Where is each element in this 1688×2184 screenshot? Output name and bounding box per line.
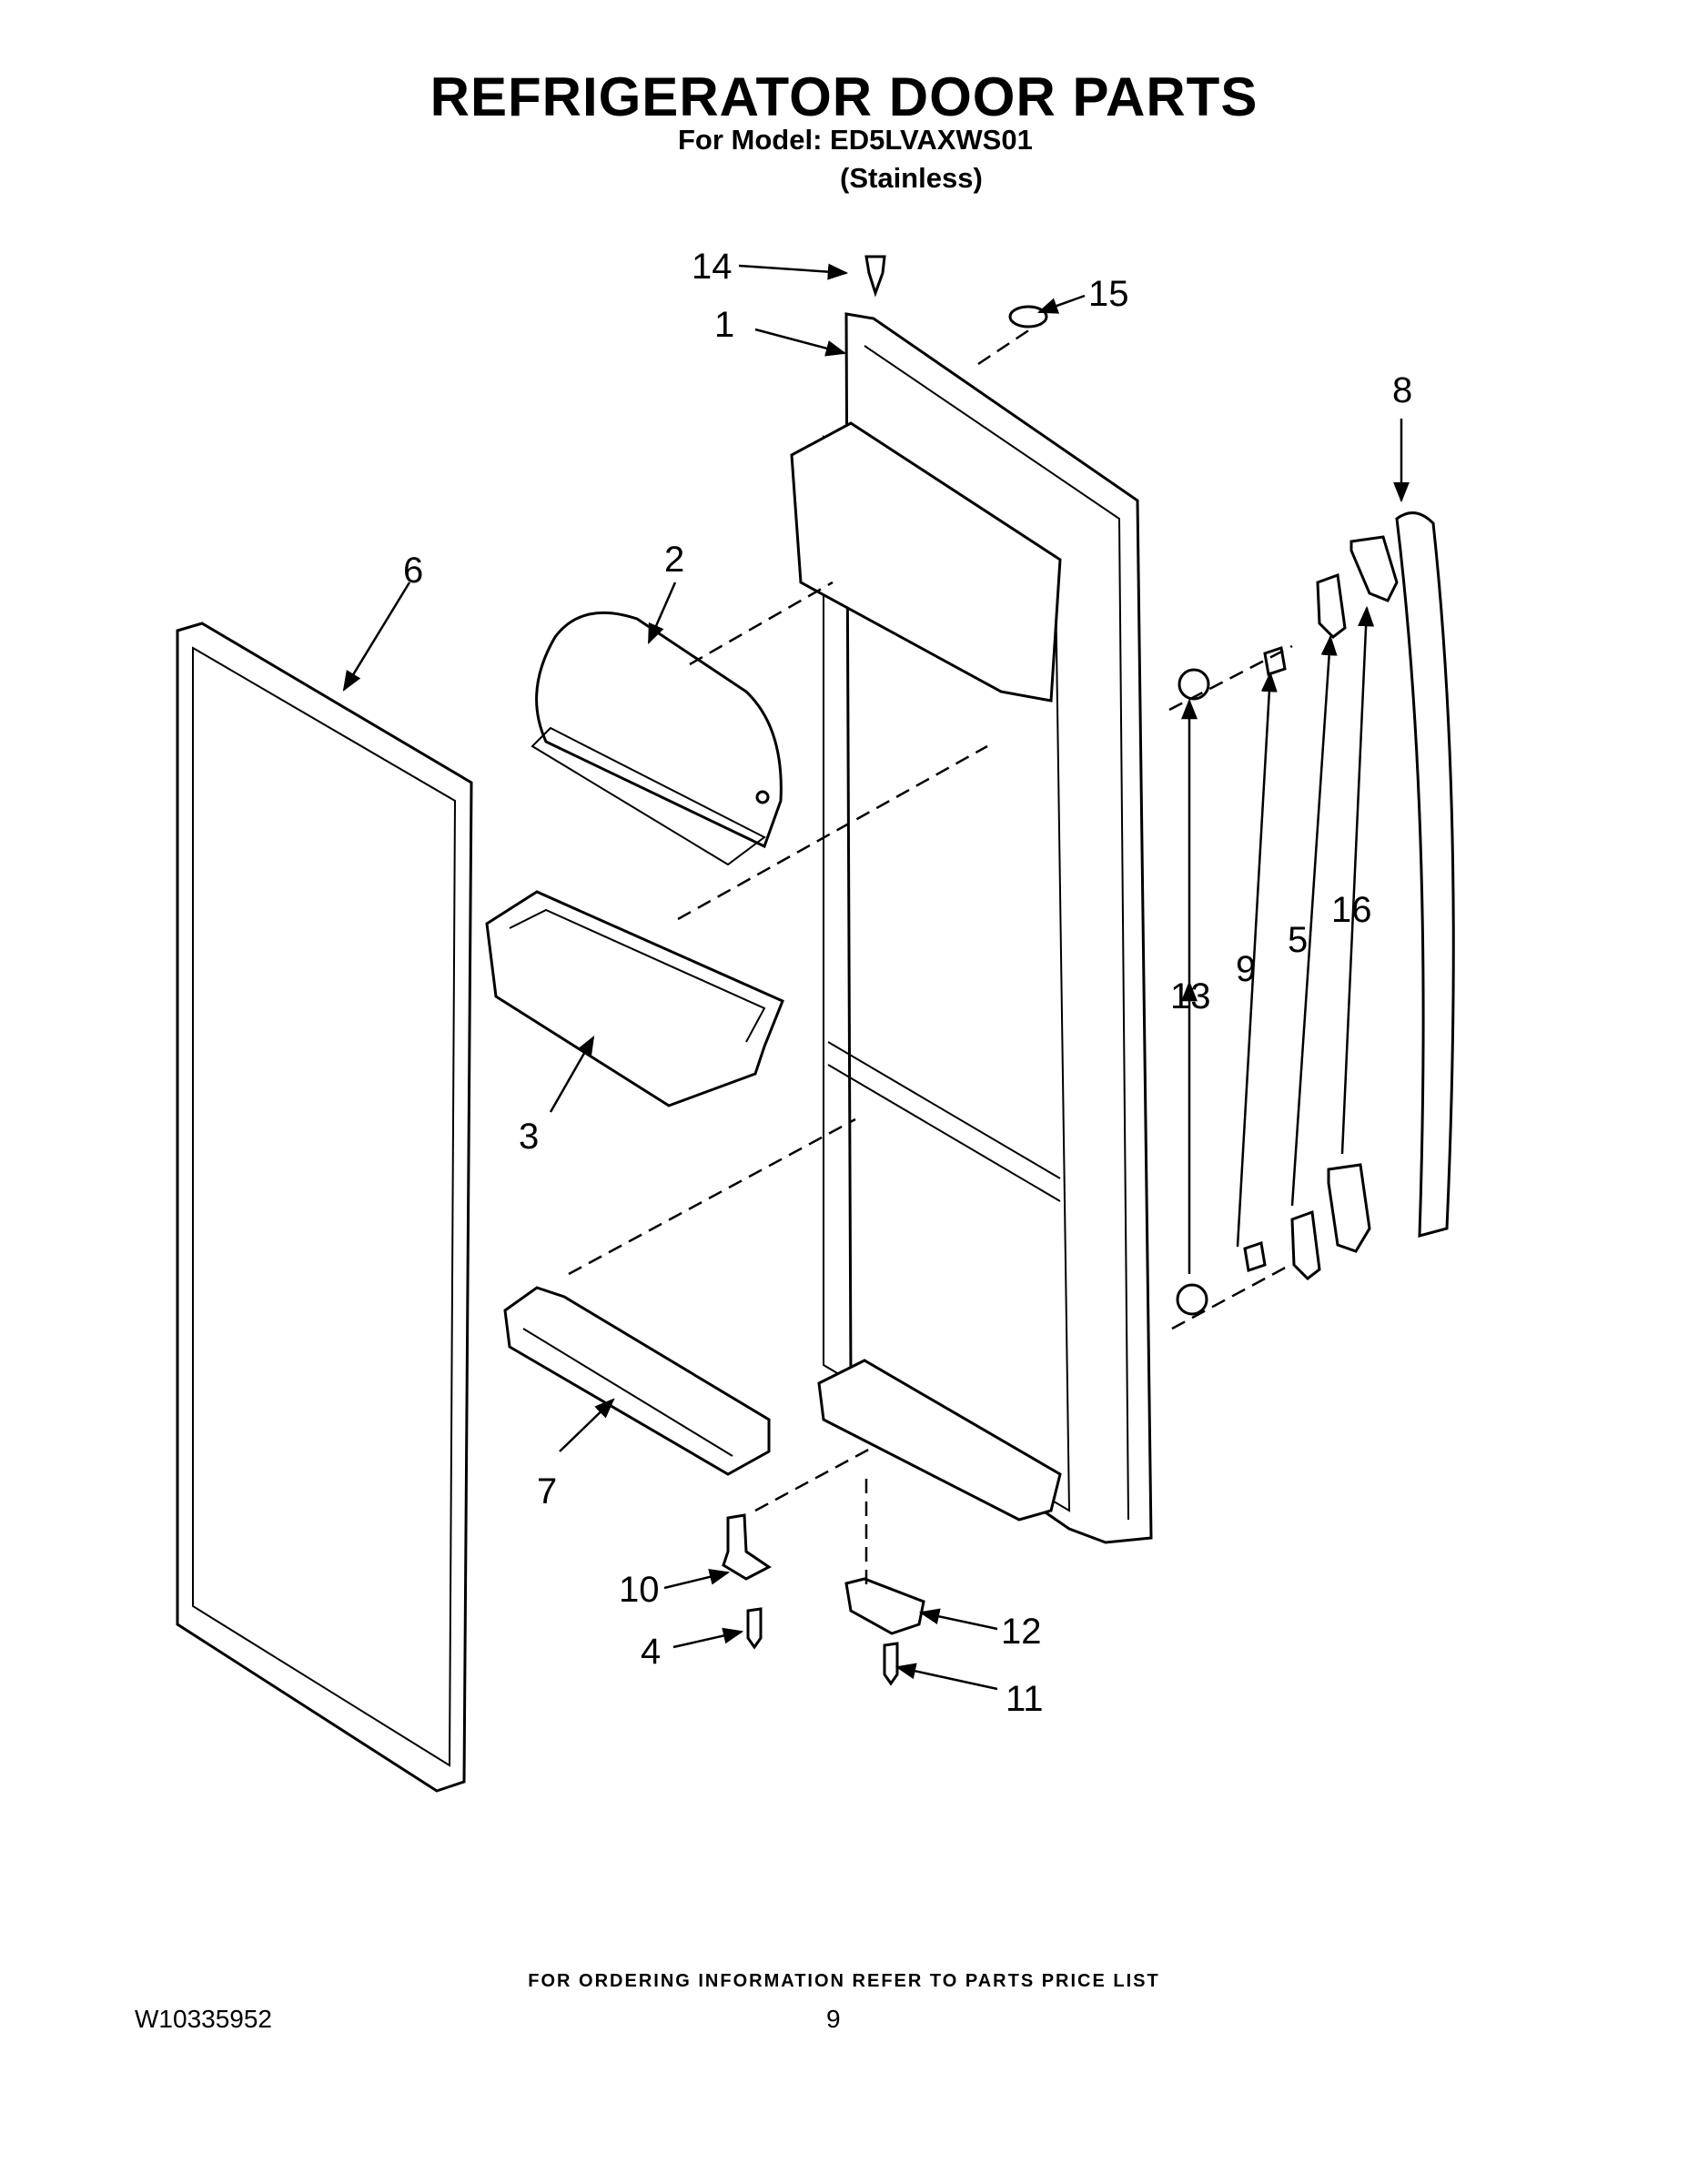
- callout-16: 16: [1331, 890, 1372, 930]
- bin-cover: [531, 611, 783, 866]
- hinge-pin: [722, 1513, 772, 1581]
- callout-13: 13: [1170, 976, 1211, 1016]
- callout-1: 1: [714, 305, 734, 345]
- document-id: W10335952: [135, 2005, 273, 2033]
- callout-14: 14: [692, 247, 733, 287]
- hinge-plug: [864, 255, 886, 298]
- callout-9: 9: [1236, 949, 1256, 989]
- assembly-lines: [568, 326, 1293, 1592]
- hinge-screw: [746, 1607, 763, 1650]
- ordering-note: FOR ORDERING INFORMATION REFER TO PARTS …: [528, 1971, 1160, 1991]
- callout-7: 7: [537, 1471, 557, 1512]
- door-bin: [485, 890, 784, 1107]
- handle-end-caps: [1327, 535, 1399, 1253]
- door-shelf: [503, 1286, 771, 1476]
- hinge-bracket: [844, 1577, 925, 1635]
- page-number: 9: [826, 2005, 841, 2033]
- callout-2: 2: [664, 540, 684, 580]
- callout-8: 8: [1392, 370, 1412, 410]
- handle-screws: [1243, 646, 1287, 1272]
- model-line: For Model: ED5LVAXWS01: [678, 124, 1033, 156]
- callout-12: 12: [1001, 1612, 1042, 1652]
- callout-15: 15: [1088, 274, 1129, 314]
- washer: [1008, 305, 1048, 329]
- callout-11: 11: [1006, 1679, 1044, 1719]
- mounting-brackets: [1290, 572, 1347, 1280]
- door-liner: [790, 312, 1153, 1544]
- callout-6: 6: [403, 551, 423, 591]
- callout-4: 4: [641, 1632, 661, 1672]
- finish-line: (Stainless): [840, 162, 983, 194]
- door-handle: [1395, 511, 1455, 1238]
- callout-numbers: 14 15 1 8 2 6 16 5 9 13 3 7 10 12 4 11: [403, 247, 1412, 1719]
- handle-standoffs: [1176, 668, 1210, 1316]
- door-gasket: [176, 622, 473, 1793]
- callout-5: 5: [1288, 920, 1308, 960]
- callout-10: 10: [619, 1570, 660, 1610]
- page-title: REFRIGERATOR DOOR PARTS: [430, 66, 1258, 127]
- bracket-screw: [883, 1642, 899, 1686]
- leader-lines: [342, 263, 1410, 1691]
- callout-3: 3: [519, 1117, 539, 1157]
